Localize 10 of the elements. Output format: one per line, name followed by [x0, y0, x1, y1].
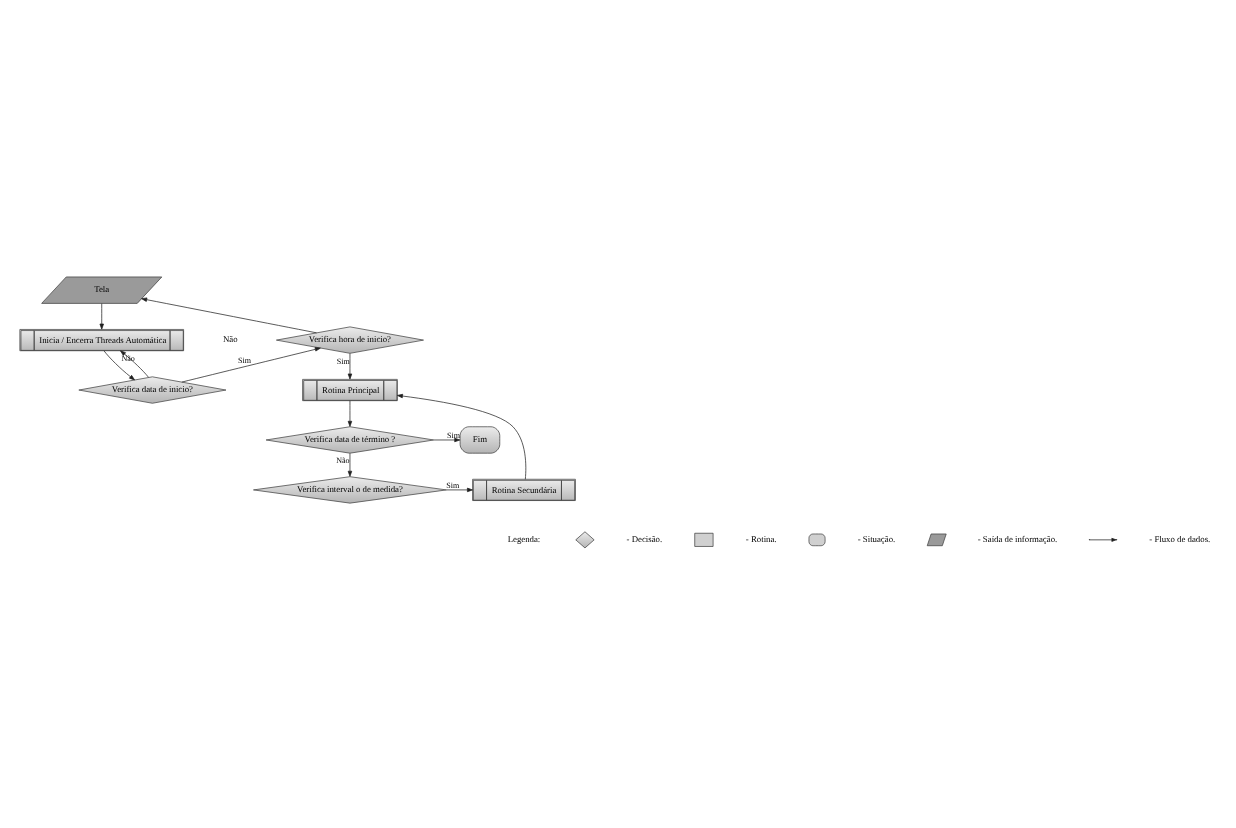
- arrow: [181, 346, 321, 382]
- arrow: [99, 302, 104, 329]
- arrow: [446, 486, 473, 492]
- arrow: [397, 392, 527, 479]
- arrow: [433, 436, 461, 442]
- arrow: [347, 352, 353, 379]
- arrow: [141, 296, 317, 333]
- arrow: [347, 452, 353, 476]
- arrow: [103, 349, 135, 380]
- arrow: [347, 399, 353, 426]
